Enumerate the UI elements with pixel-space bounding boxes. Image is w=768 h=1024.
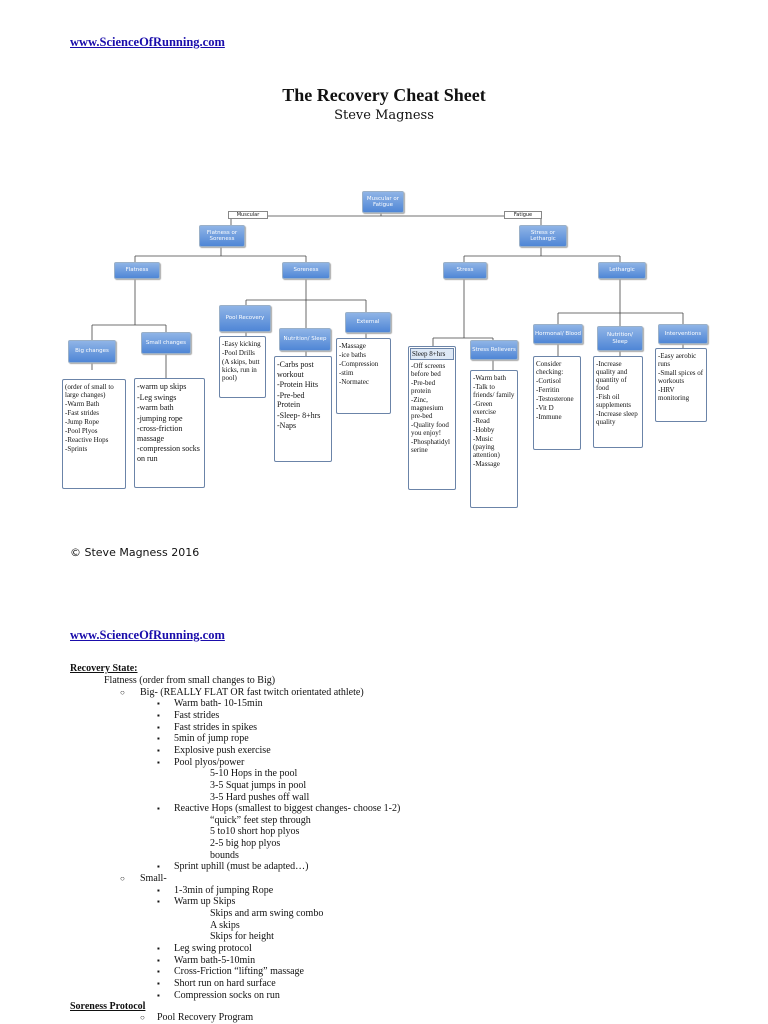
outline-line: Small- (140, 873, 167, 884)
square-bullet: ▪ (157, 723, 160, 732)
heading-recovery-state: Recovery State: (70, 663, 138, 674)
outline-line: 1-3min of jumping Rope (174, 885, 274, 896)
tree-connectors (91, 213, 684, 378)
outline-line: bounds (210, 850, 239, 861)
outline-line: Pool plyos/power (174, 757, 245, 768)
box-nutrition-sleep-2: -Increase quality and quantity of food-F… (593, 356, 643, 448)
square-bullet: ▪ (157, 746, 160, 755)
box-nutrition-sleep-1: -Carbs post workout-Protein Hits-Pre-bed… (274, 356, 332, 462)
node-soreness: Soreness (282, 262, 330, 279)
outline-line: 5min of jump rope (174, 733, 249, 744)
square-bullet: ▪ (157, 758, 160, 767)
box-external: -Massage-ice baths-Compression -stim-Nor… (336, 338, 391, 414)
edge-label-fatigue: Fatigue (504, 211, 542, 219)
outline-line: Warm bath- 10-15min (174, 698, 263, 709)
outline-line: Short run on hard surface (174, 978, 276, 989)
square-bullet: ▪ (157, 967, 160, 976)
outline-line: A skips (210, 920, 240, 931)
node-stress: Stress (443, 262, 487, 279)
box-sleep: Sleep 8+hrs -Off screens before bed-Pre-… (408, 346, 456, 490)
outline-line: Fast strides in spikes (174, 722, 258, 733)
outline-line: Cross-Friction “lifting” massage (174, 966, 304, 977)
outline-line: Big- (REALLY FLAT OR fast twitch orienta… (140, 687, 364, 698)
outline-line: 3-5 Hard pushes off wall (210, 792, 310, 803)
node-big-changes: Big changes (68, 340, 116, 363)
circle-bullet: ○ (120, 874, 125, 883)
outline-line: “quick” feet step through (210, 815, 311, 826)
square-bullet: ▪ (157, 886, 160, 895)
square-bullet: ▪ (157, 897, 160, 906)
node-stress-relievers: Stress Relievers (470, 340, 518, 360)
square-bullet: ▪ (157, 991, 160, 1000)
header-link-2[interactable]: www.ScienceOfRunning.com (70, 628, 225, 642)
header-link[interactable]: www.ScienceOfRunning.com (70, 35, 225, 49)
outline-line: Reactive Hops (smallest to biggest chang… (174, 803, 401, 814)
node-lethargic: Lethargic (598, 262, 646, 279)
box-pool-recovery: -Easy kicking-Pool Drills(A skips, butt … (219, 336, 266, 398)
outline-line: Compression socks on run (174, 990, 280, 1001)
node-muscular-or-fatigue: Muscular or Fatigue (362, 191, 404, 213)
circle-bullet: ○ (120, 688, 125, 697)
node-nutrition-sleep-1: Nutrition/ Sleep (279, 328, 331, 351)
author: Steve Magness (334, 108, 434, 123)
node-nutrition-sleep-2: Nutrition/ Sleep (597, 326, 643, 351)
box-stress-relievers: -Warm bath-Talk to friends/ family-Green… (470, 370, 518, 508)
square-bullet: ▪ (157, 944, 160, 953)
box-big-changes: (order of small to large changes)-Warm B… (62, 379, 126, 489)
circle-bullet: ○ (140, 1013, 145, 1022)
outline-line: Leg swing protocol (174, 943, 252, 954)
outline-line: 5 to10 short hop plyos (210, 826, 300, 837)
box-small-changes: -warm up skips-Leg swings-warm bath -jum… (134, 378, 205, 488)
outline-line: Sprint uphill (must be adapted…) (174, 861, 309, 872)
square-bullet: ▪ (157, 862, 160, 871)
outline-line: 2-5 big hop plyos (210, 838, 281, 849)
copyright: © Steve Magness 2016 (70, 546, 200, 559)
node-external: External (345, 312, 391, 333)
square-bullet: ▪ (157, 956, 160, 965)
node-flatness-or-soreness: Flatness or Soreness (199, 225, 245, 247)
outline-line: Flatness (order from small changes to Bi… (104, 675, 276, 686)
box-interventions: -Easy aerobic runs-Small spices of worko… (655, 348, 707, 422)
square-bullet: ▪ (157, 804, 160, 813)
outline-line: Pool Recovery Program (157, 1012, 254, 1023)
node-interventions: Interventions (658, 324, 708, 344)
heading-soreness-protocol: Soreness Protocol (70, 1001, 146, 1012)
square-bullet: ▪ (157, 711, 160, 720)
page-title: The Recovery Cheat Sheet (282, 85, 486, 105)
outline-line: Fast strides (174, 710, 220, 721)
node-pool-recovery: Pool Recovery (219, 305, 271, 332)
square-bullet: ▪ (157, 979, 160, 988)
node-flatness: Flatness (114, 262, 160, 279)
outline-line: Skips and arm swing combo (210, 908, 324, 919)
node-stress-or-lethargic: Stress or Lethargic (519, 225, 567, 247)
square-bullet: ▪ (157, 699, 160, 708)
node-small-changes: Small changes (141, 332, 191, 354)
outline-line: 3-5 Squat jumps in pool (210, 780, 307, 791)
square-bullet: ▪ (157, 734, 160, 743)
node-hormonal-blood: Hormonal/ Blood (533, 324, 583, 344)
outline-line: Warm up Skips (174, 896, 236, 907)
outline-line: Explosive push exercise (174, 745, 271, 756)
outline-line: Warm bath-5-10min (174, 955, 256, 966)
outline-line: Skips for height (210, 931, 274, 942)
box-hormonal-blood: Consider checking:-Cortisol-Ferritin -Te… (533, 356, 581, 450)
edge-label-muscular: Muscular (228, 211, 268, 219)
outline-line: 5-10 Hops in the pool (210, 768, 298, 779)
